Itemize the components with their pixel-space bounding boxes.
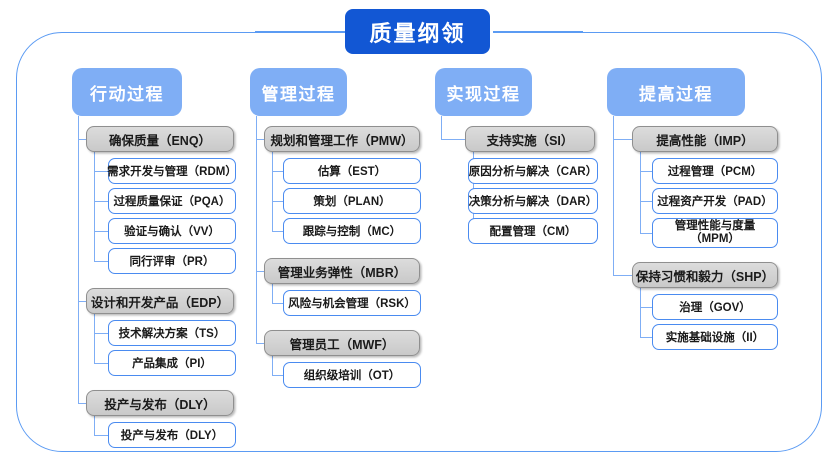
- leaf-node-2-1-1[interactable]: 估算（EST）: [283, 158, 421, 184]
- connector-v-group-1-3: [94, 416, 96, 435]
- leaf-node-4-2-1[interactable]: 治理（GOV）: [652, 294, 778, 320]
- leaf-node-4-1-2[interactable]: 过程资产开发（PAD）: [652, 188, 778, 214]
- group-node-2-1[interactable]: 规划和管理工作（PMW）: [264, 126, 420, 152]
- column-header-1: 行动过程: [72, 68, 182, 116]
- connector-h-leaf-2-1-3: [272, 231, 283, 233]
- leaf-node-2-1-3[interactable]: 跟踪与控制（MC）: [283, 218, 421, 244]
- group-node-1-3[interactable]: 投产与发布（DLY）: [86, 390, 234, 416]
- connector-h-leaf-1-1-3: [94, 231, 108, 233]
- connector-h-leaf-4-2-2: [640, 337, 652, 339]
- connector-h-leaf-1-2-2: [94, 363, 108, 365]
- connector-v-column-3: [441, 116, 443, 139]
- leaf-node-3-1-3[interactable]: 配置管理（CM）: [468, 218, 598, 244]
- connector-h-leaf-2-3-1: [272, 375, 283, 377]
- connector-h-group-3-1: [441, 139, 465, 141]
- leaf-node-2-3-1[interactable]: 组织级培训（OT）: [283, 362, 421, 388]
- leaf-node-3-1-1[interactable]: 原因分析与解决（CAR）: [468, 158, 598, 184]
- connector-h-leaf-4-1-3: [640, 233, 652, 235]
- connector-v-group-1-2: [94, 314, 96, 363]
- leaf-node-4-2-2[interactable]: 实施基础设施（II）: [652, 324, 778, 350]
- connector-v-group-2-3: [272, 356, 274, 375]
- connector-v-column-2: [256, 116, 258, 343]
- connector-v-column-1: [78, 116, 80, 403]
- column-header-2: 管理过程: [250, 68, 347, 116]
- connector-h-leaf-1-1-1: [94, 171, 108, 173]
- root-title: 质量纲领: [345, 9, 490, 54]
- connector-h-leaf-4-1-1: [640, 171, 652, 173]
- connector-h-group-1-3: [78, 403, 86, 405]
- connector-v-group-2-1: [272, 152, 274, 231]
- connector-h-leaf-2-1-1: [272, 171, 283, 173]
- leaf-node-4-1-1[interactable]: 过程管理（PCM）: [652, 158, 778, 184]
- connector-v-group-2-2: [272, 284, 274, 303]
- title-connector-right: [493, 31, 583, 33]
- group-node-1-2[interactable]: 设计和开发产品（EDP）: [86, 288, 234, 314]
- leaf-node-2-1-2[interactable]: 策划（PLAN）: [283, 188, 421, 214]
- connector-h-leaf-4-2-1: [640, 307, 652, 309]
- leaf-node-1-1-1[interactable]: 需求开发与管理（RDM）: [107, 158, 237, 184]
- leaf-node-1-2-2[interactable]: 产品集成（PI）: [108, 350, 236, 376]
- leaf-node-2-2-1[interactable]: 风险与机会管理（RSK）: [283, 290, 421, 316]
- connector-v-group-4-1: [640, 152, 642, 233]
- connector-h-group-1-2: [78, 301, 86, 303]
- connector-h-leaf-1-3-1: [94, 435, 108, 437]
- connector-h-group-2-3: [256, 343, 264, 345]
- group-node-2-3[interactable]: 管理员工（MWF）: [264, 330, 420, 356]
- leaf-node-1-3-1[interactable]: 投产与发布（DLY）: [108, 422, 236, 448]
- connector-h-leaf-1-1-2: [94, 201, 108, 203]
- connector-h-group-2-2: [256, 271, 264, 273]
- connector-h-group-4-2: [613, 275, 632, 277]
- leaf-node-4-1-3[interactable]: 管理性能与度量（MPM）: [652, 218, 778, 248]
- connector-h-leaf-1-1-4: [94, 261, 108, 263]
- title-connector-left: [255, 31, 345, 33]
- leaf-node-1-1-3[interactable]: 验证与确认（VV）: [108, 218, 236, 244]
- connector-h-leaf-1-2-1: [94, 333, 108, 335]
- leaf-node-1-2-1[interactable]: 技术解决方案（TS）: [108, 320, 236, 346]
- column-header-4: 提高过程: [607, 68, 745, 116]
- group-node-4-1[interactable]: 提高性能（IMP）: [632, 126, 778, 152]
- connector-h-leaf-2-2-1: [272, 303, 283, 305]
- connector-h-group-2-1: [256, 139, 264, 141]
- group-node-4-2[interactable]: 保持习惯和毅力（SHP）: [632, 262, 778, 288]
- leaf-node-1-1-2[interactable]: 过程质量保证（PQA）: [108, 188, 236, 214]
- group-node-2-2[interactable]: 管理业务弹性（MBR）: [264, 258, 420, 284]
- connector-v-column-4: [613, 116, 615, 275]
- column-header-3: 实现过程: [435, 68, 532, 116]
- connector-h-leaf-4-1-2: [640, 201, 652, 203]
- group-node-3-1[interactable]: 支持实施（SI）: [465, 126, 595, 152]
- leaf-node-1-1-4[interactable]: 同行评审（PR）: [108, 248, 236, 274]
- connector-v-group-1-1: [94, 152, 96, 261]
- leaf-node-3-1-2[interactable]: 决策分析与解决（DAR）: [468, 188, 598, 214]
- connector-h-group-4-1: [613, 139, 632, 141]
- group-node-1-1[interactable]: 确保质量（ENQ）: [86, 126, 234, 152]
- connector-v-group-4-2: [640, 288, 642, 337]
- connector-h-leaf-2-1-2: [272, 201, 283, 203]
- connector-h-group-1-1: [78, 139, 86, 141]
